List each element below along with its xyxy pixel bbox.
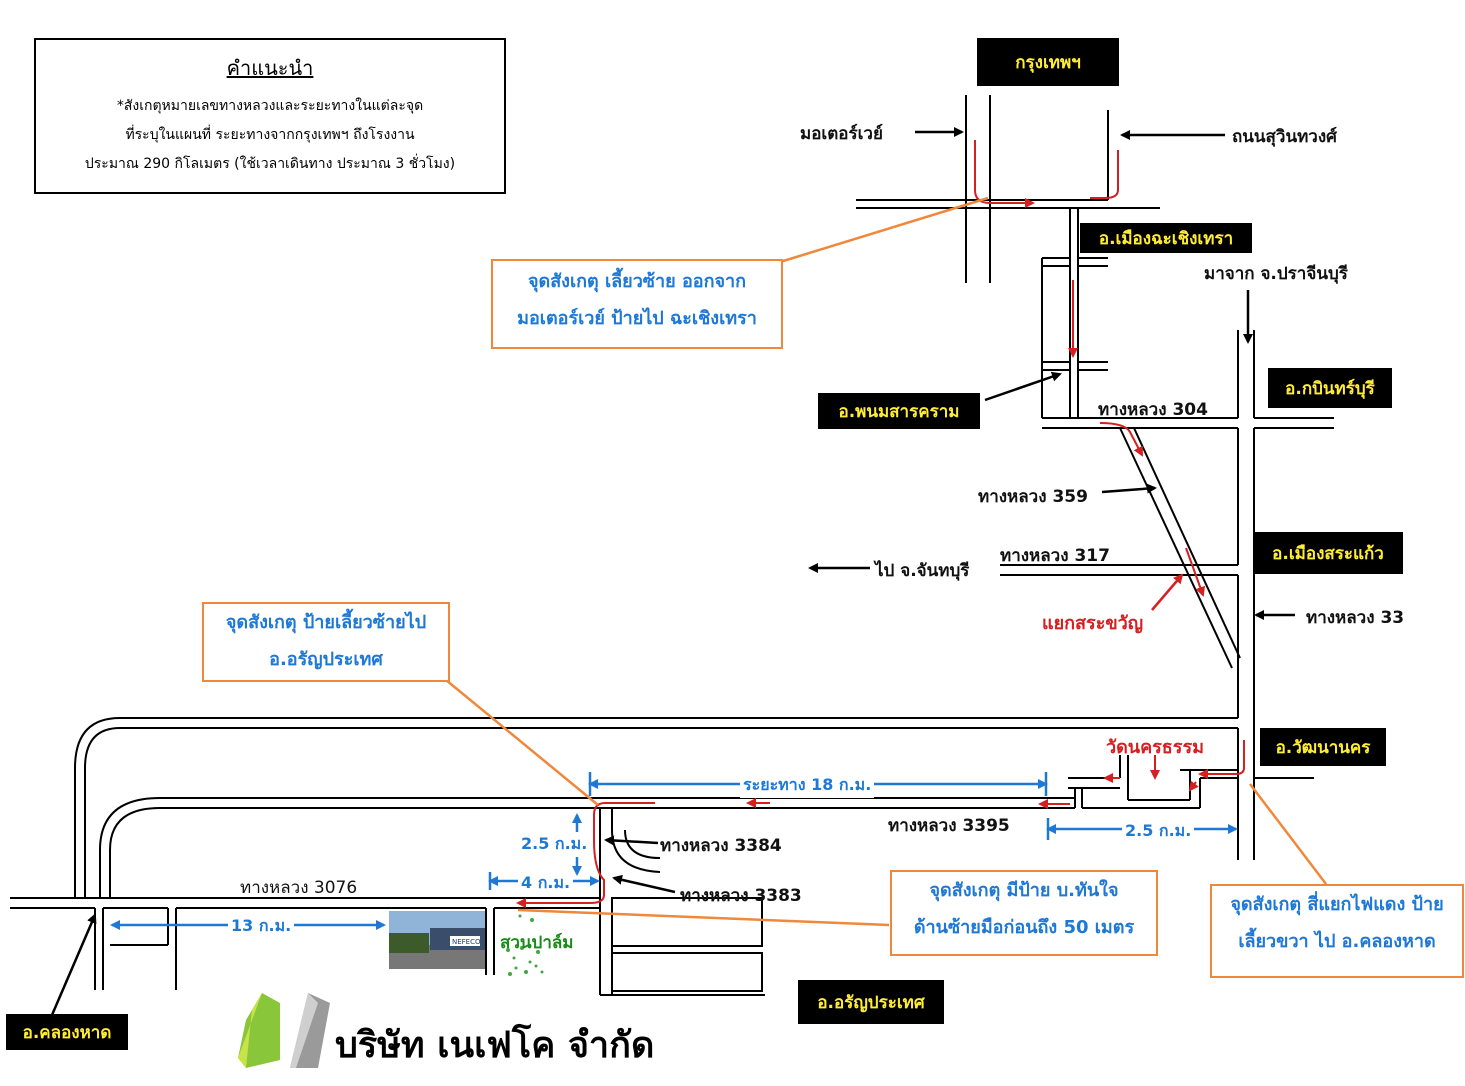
distance-13km: 13 ก.ม. [228, 914, 295, 939]
factory-photo: NEFECO [389, 911, 485, 969]
note-tanjai-sign-line-2: ด้านซ้ายมือก่อนถึง 50 เมตร [913, 917, 1135, 938]
company-logo-icon [238, 993, 330, 1068]
label-hwy-359: ทางหลวง 359 [978, 487, 1088, 507]
label-phanom-sarakham: อ.พนมสารคราม [818, 393, 980, 429]
label-pointers [50, 127, 1295, 1016]
label-aranyaprathet: อ.อรัญประเทศ [798, 980, 944, 1024]
label-suwinthawong: ถนนสุวินทวงศ์ [1232, 127, 1337, 147]
distance-4km: 4 ก.ม. [518, 871, 574, 896]
note-traffic-light-line-2: เลี้ยวขวา ไป อ.คลองหาด [1238, 931, 1436, 952]
label-motorway: มอเตอร์เวย์ [800, 124, 883, 144]
note-motorway-exit: จุดสังเกตุ เลี้ยวซ้าย ออกจาก มอเตอร์เวย์… [491, 259, 783, 349]
callout-lines [445, 196, 1327, 927]
label-sa-khwan-junction: แยกสระขวัญ [1042, 613, 1144, 634]
label-watthana-nakhon: อ.วัฒนานคร [1260, 728, 1386, 766]
label-from-prachin: มาจาก จ.ปราจีนบุรี [1204, 264, 1348, 284]
label-sa-kaeo: อ.เมืองสระแก้ว [1253, 532, 1403, 574]
label-wat-nakhon-tham: วัดนครธรรม [1106, 737, 1204, 758]
label-hwy-3384: ทางหลวง 3384 [660, 836, 782, 856]
driving-route [516, 140, 1245, 908]
label-palm-garden: สวนปาล์ม [500, 933, 574, 953]
label-kabin-buri: อ.กบินทร์บุรี [1268, 368, 1392, 408]
distance-18km: ระยะทาง 18 ก.ม. [740, 773, 875, 798]
label-to-chanthaburi: ไป จ.จันทบุรี [875, 561, 970, 581]
note-tanjai-sign-line-1: จุดสังเกตุ มีป้าย บ.ทันใจ [929, 880, 1119, 901]
instructions-line-3: ประมาณ 290 กิโลเมตร (ใช้เวลาเดินทาง ประม… [84, 156, 456, 172]
label-hwy-3383: ทางหลวง 3383 [680, 886, 802, 906]
note-aranya-sign-line-2: อ.อรัญประเทศ [269, 649, 383, 670]
distance-2-5km-right: 2.5 ก.ม. [1122, 819, 1195, 844]
company-name: บริษัท เนเฟโค จำกัด [335, 1025, 655, 1066]
label-hwy-3076: ทางหลวง 3076 [240, 878, 358, 898]
instructions-line-2: ที่ระบุในแผนที่ ระยะทางจากกรุงเทพฯ ถึงโร… [125, 127, 415, 143]
factory-sign-text: NEFECO [452, 938, 481, 946]
instructions-box: คำแนะนำ *สังเกตุหมายเลขทางหลวงและระยะทาง… [34, 38, 506, 194]
distance-2-5km-left: 2.5 ก.ม. [518, 832, 591, 857]
instructions-title: คำแนะนำ [226, 56, 314, 80]
note-traffic-light-line-1: จุดสังเกตุ สี่แยกไฟแดง ป้าย [1230, 894, 1444, 915]
note-motorway-exit-line-2: มอเตอร์เวย์ ป้ายไป ฉะเชิงเทรา [517, 308, 757, 329]
instructions-line-1: *สังเกตุหมายเลขทางหลวงและระยะทางในแต่ละจ… [116, 98, 424, 114]
note-tanjai-sign: จุดสังเกตุ มีป้าย บ.ทันใจ ด้านซ้ายมือก่อ… [890, 870, 1158, 956]
label-hwy-317: ทางหลวง 317 [1000, 546, 1110, 566]
sa-khwan-pointer [1151, 573, 1184, 611]
note-motorway-exit-line-1: จุดสังเกตุ เลี้ยวซ้าย ออกจาก [527, 271, 747, 292]
label-khlong-hat: อ.คลองหาด [6, 1014, 128, 1050]
label-hwy-33: ทางหลวง 33 [1306, 608, 1405, 628]
label-hwy-304: ทางหลวง 304 [1098, 400, 1208, 420]
palm-garden-dots [506, 914, 544, 976]
label-chachoengsao: อ.เมืองฉะเชิงเทรา [1080, 223, 1252, 253]
note-aranya-sign: จุดสังเกตุ ป้ายเลี้ยวซ้ายไป อ.อรัญประเทศ [202, 602, 450, 682]
label-hwy-3395: ทางหลวง 3395 [888, 816, 1010, 836]
note-aranya-sign-line-1: จุดสังเกตุ ป้ายเลี้ยวซ้ายไป [225, 612, 427, 633]
note-traffic-light: จุดสังเกตุ สี่แยกไฟแดง ป้าย เลี้ยวขวา ไป… [1210, 884, 1464, 978]
label-bangkok: กรุงเทพฯ [977, 38, 1119, 86]
